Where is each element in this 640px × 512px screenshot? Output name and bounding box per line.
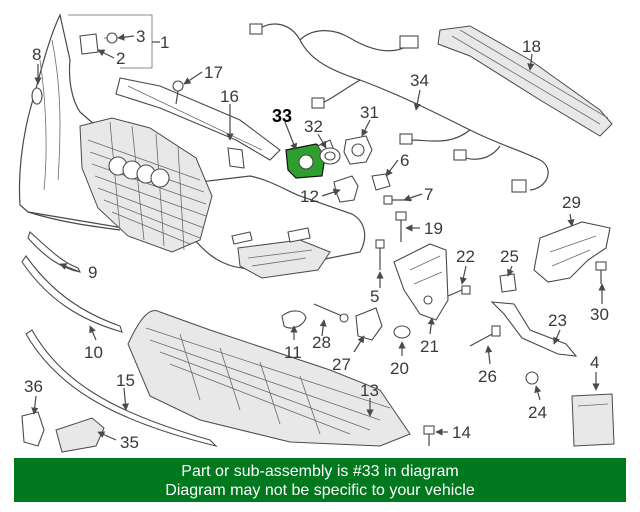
callout-13: 13 bbox=[360, 381, 379, 400]
part-25-clip bbox=[499, 273, 517, 293]
callout-5: 5 bbox=[370, 287, 379, 306]
callout-23: 23 bbox=[548, 311, 567, 330]
callout-19: 19 bbox=[424, 219, 443, 238]
part-12-bracket bbox=[333, 175, 359, 203]
part-4-hardware-bag bbox=[571, 393, 615, 447]
banner-line-1: Part or sub-assembly is #33 in diagram bbox=[181, 463, 459, 480]
callout-25: 25 bbox=[500, 247, 519, 266]
callout-34: 34 bbox=[410, 71, 429, 90]
callout-27: 27 bbox=[332, 355, 351, 374]
callout-17: 17 bbox=[204, 63, 223, 82]
part-11-tow-cap bbox=[281, 310, 307, 329]
banner-line-2: Diagram may not be specific to your vehi… bbox=[165, 482, 475, 499]
callout-14: 14 bbox=[452, 423, 471, 442]
callout-leaders bbox=[31, 33, 606, 441]
callout-7: 7 bbox=[424, 185, 433, 204]
part-13-lower-shield bbox=[127, 310, 411, 447]
part-22-bolt bbox=[447, 285, 471, 297]
parts-diagram: 1 2 3 4 5 6 7 8 9 10 11 12 13 14 15 16 1… bbox=[18, 13, 615, 453]
part-8-seal bbox=[31, 87, 43, 105]
callout-3: 3 bbox=[136, 27, 145, 46]
part-7-screw bbox=[383, 195, 412, 205]
grille-slats bbox=[87, 121, 207, 251]
callout-6: 6 bbox=[400, 151, 409, 170]
notice-banner: Part or sub-assembly is #33 in diagram D… bbox=[14, 458, 626, 502]
callout-1: 1 bbox=[160, 33, 169, 52]
part-19-bolt bbox=[395, 211, 407, 242]
callout-29: 29 bbox=[562, 193, 581, 212]
part-14-bolt bbox=[423, 425, 435, 446]
callout-9: 9 bbox=[88, 263, 97, 282]
callout-22: 22 bbox=[456, 247, 475, 266]
part-15-strip bbox=[25, 329, 218, 448]
part-17-screw bbox=[172, 80, 184, 105]
callout-28: 28 bbox=[312, 333, 331, 352]
part-26-pin bbox=[469, 325, 501, 347]
part-24-screw bbox=[525, 371, 539, 385]
callout-21: 21 bbox=[420, 337, 439, 356]
callout-2: 2 bbox=[116, 49, 125, 68]
part-5-bolt bbox=[375, 239, 385, 270]
part-10-trim bbox=[21, 255, 123, 333]
callout-labels: 1 2 3 4 5 6 7 8 9 10 11 12 13 14 15 16 1… bbox=[24, 27, 609, 452]
callout-31: 31 bbox=[360, 103, 379, 122]
callout-15: 15 bbox=[116, 371, 135, 390]
callout-35: 35 bbox=[120, 433, 139, 452]
rings-emblem bbox=[108, 156, 170, 188]
callout-36: 36 bbox=[24, 377, 43, 396]
callout-18: 18 bbox=[522, 37, 541, 56]
bumper-cover bbox=[18, 13, 366, 279]
part-18-reinforcement-bar bbox=[437, 25, 613, 137]
part-31-parking-sensor bbox=[343, 135, 373, 165]
part-30-bolt bbox=[595, 261, 607, 284]
callout-8: 8 bbox=[32, 45, 41, 64]
callout-11: 11 bbox=[284, 343, 302, 362]
part-6-nut bbox=[371, 173, 391, 191]
callout-32: 32 bbox=[304, 117, 323, 136]
part-20-grommet bbox=[393, 325, 411, 339]
callout-33: 33 bbox=[272, 106, 292, 126]
callout-20: 20 bbox=[390, 359, 409, 378]
part-36-clip bbox=[21, 411, 45, 447]
part-29-side-bracket bbox=[533, 221, 611, 283]
callout-4: 4 bbox=[590, 353, 599, 372]
callout-30: 30 bbox=[590, 305, 609, 324]
part-27-bracket bbox=[355, 307, 383, 341]
callout-24: 24 bbox=[528, 403, 547, 422]
part-21-mount-bracket bbox=[393, 243, 449, 321]
part-28-pin bbox=[313, 303, 349, 323]
callout-10: 10 bbox=[84, 343, 103, 362]
callout-26: 26 bbox=[478, 367, 497, 386]
callout-12: 12 bbox=[300, 187, 319, 206]
part-9-trim bbox=[27, 231, 81, 273]
part-32-sensor-ring bbox=[319, 147, 341, 165]
callout-16: 16 bbox=[220, 87, 239, 106]
part-35-bracket bbox=[55, 417, 105, 453]
